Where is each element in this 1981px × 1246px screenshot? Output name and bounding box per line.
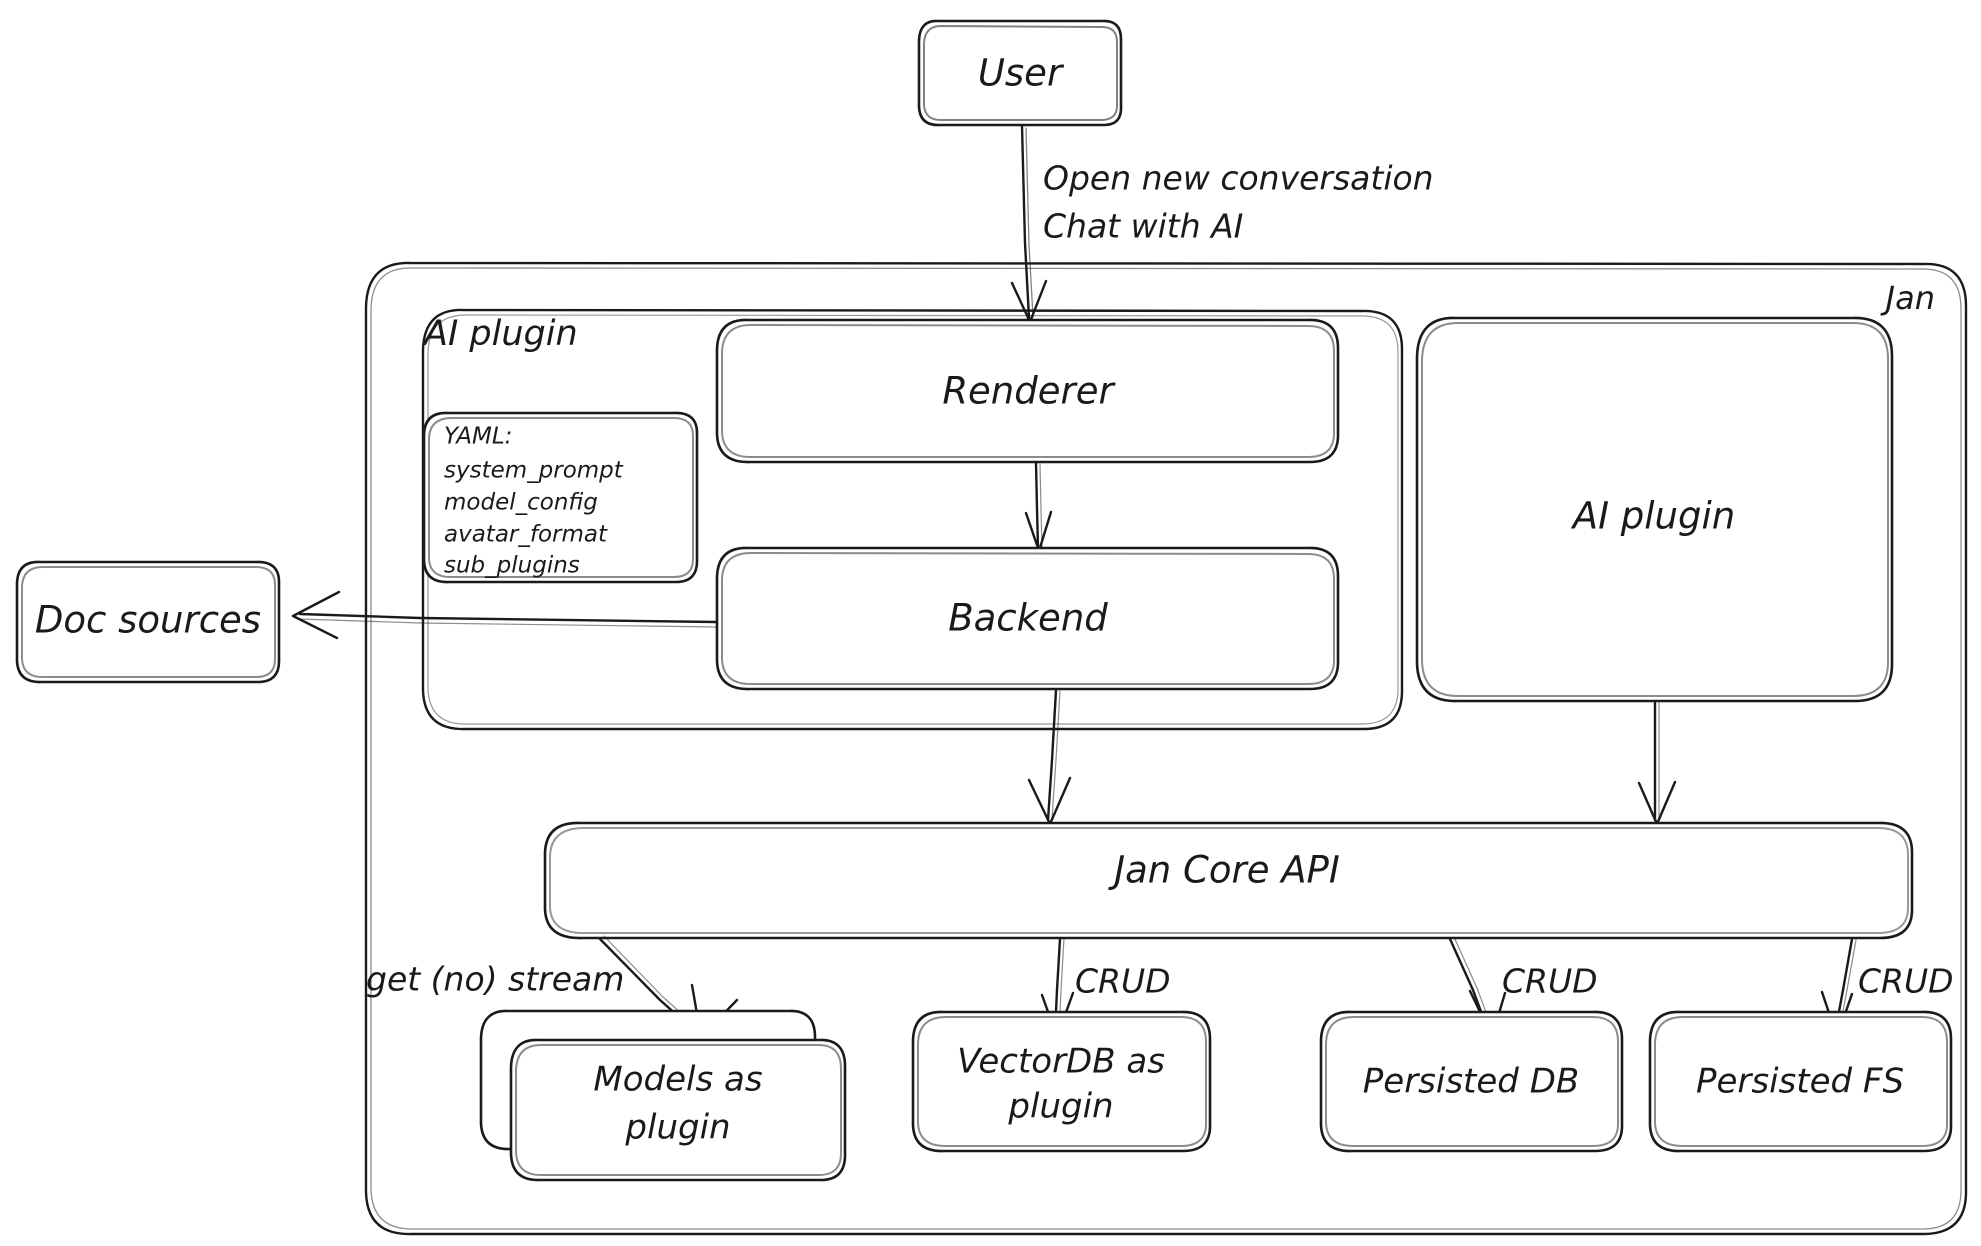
node-persisted-db[interactable]: Persisted DB bbox=[1319, 1010, 1624, 1153]
node-jan-core-api-label: Jan Core API bbox=[1107, 849, 1340, 892]
node-persisted-db-label: Persisted DB bbox=[1363, 1062, 1579, 1102]
edge-ai-plugin-to-jan-core-api bbox=[1637, 700, 1677, 826]
container-jan: Jan bbox=[364, 261, 1968, 1236]
card-yaml-config: YAML: system_prompt model_config avatar_… bbox=[422, 411, 699, 584]
edge-user-to-renderer: Open new conversation Chat with AI bbox=[1010, 124, 1434, 324]
edge-api-to-persisted-db-label: CRUD bbox=[1502, 962, 1598, 1001]
node-ai-plugin-right-label: AI plugin bbox=[1571, 495, 1735, 538]
edge-api-to-vectordb: CRUD bbox=[1040, 937, 1171, 1039]
node-backend-label: Backend bbox=[948, 597, 1108, 640]
node-vectordb-as-plugin-label-line1: VectorDB as bbox=[957, 1042, 1165, 1082]
yaml-card-key-model-config: model_config bbox=[444, 490, 598, 516]
edge-api-to-models-label: get (no) stream bbox=[366, 960, 624, 999]
container-jan-label: Jan bbox=[1880, 279, 1935, 317]
node-renderer[interactable]: Renderer bbox=[715, 318, 1340, 464]
container-ai-plugin-group: AI plugin bbox=[421, 308, 1404, 731]
node-vectordb-as-plugin-label-line2: plugin bbox=[1007, 1087, 1113, 1127]
edge-renderer-to-backend bbox=[1024, 461, 1053, 553]
node-models-as-plugin-label-line1: Models as bbox=[593, 1060, 762, 1100]
node-user-label: User bbox=[978, 52, 1065, 95]
node-vectordb-as-plugin[interactable]: VectorDB as plugin bbox=[911, 1010, 1212, 1153]
edge-user-to-renderer-label-line2: Chat with AI bbox=[1043, 207, 1243, 246]
yaml-card-key-system-prompt: system_prompt bbox=[444, 458, 624, 484]
node-ai-plugin-right[interactable]: AI plugin bbox=[1415, 316, 1894, 703]
edge-backend-to-jan-core-api bbox=[1027, 688, 1072, 826]
node-user[interactable]: User bbox=[917, 19, 1123, 127]
node-models-as-plugin-label-line2: plugin bbox=[624, 1108, 730, 1148]
node-persisted-fs[interactable]: Persisted FS bbox=[1648, 1010, 1953, 1153]
node-persisted-fs-label: Persisted FS bbox=[1696, 1062, 1904, 1102]
edge-backend-to-doc-sources bbox=[291, 590, 718, 640]
yaml-card-key-avatar-format: avatar_format bbox=[444, 522, 608, 548]
node-backend[interactable]: Backend bbox=[715, 546, 1340, 691]
edge-api-to-persisted-fs-label: CRUD bbox=[1858, 962, 1954, 1001]
edge-api-to-vectordb-label: CRUD bbox=[1075, 962, 1171, 1001]
node-doc-sources-label: Doc sources bbox=[35, 599, 261, 642]
yaml-card-key-sub-plugins: sub_plugins bbox=[444, 553, 580, 579]
node-models-as-plugin[interactable]: Models as plugin bbox=[479, 1009, 847, 1182]
node-jan-core-api[interactable]: Jan Core API bbox=[543, 821, 1914, 940]
node-renderer-label: Renderer bbox=[942, 370, 1116, 413]
node-doc-sources[interactable]: Doc sources bbox=[15, 560, 281, 684]
edge-user-to-renderer-label-line1: Open new conversation bbox=[1043, 159, 1434, 198]
container-ai-plugin-group-label: AI plugin bbox=[422, 314, 578, 354]
yaml-card-title: YAML: bbox=[444, 424, 512, 450]
